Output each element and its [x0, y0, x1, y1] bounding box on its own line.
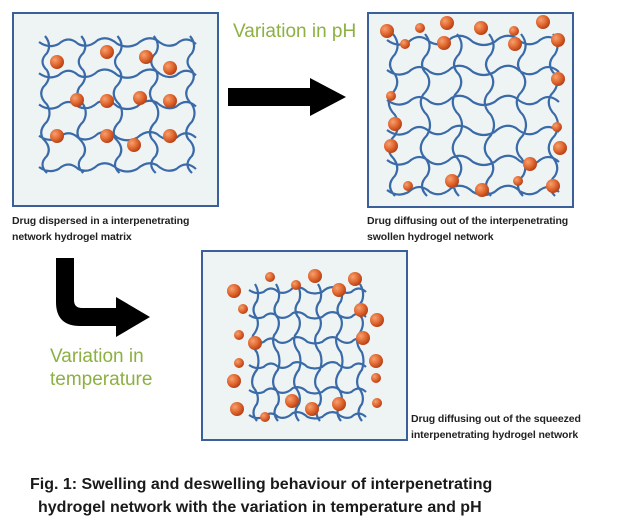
drug-particle [437, 36, 451, 50]
drug-particle [508, 37, 522, 51]
drug-particle [285, 394, 299, 408]
caption-line: interpenetrating hydrogel network [411, 429, 579, 441]
drug-particle [553, 141, 567, 155]
drug-particle [474, 21, 488, 35]
caption-panel1: Drug dispersed in a interpenetrating netw… [12, 213, 189, 245]
caption-line: swollen hydrogel network [367, 231, 494, 243]
drug-particle [234, 358, 244, 368]
hydrogel-network [248, 283, 367, 422]
caption-line: Drug diffusing out of the interpenetrati… [367, 215, 569, 227]
drug-particle [440, 16, 454, 30]
drug-particle [100, 94, 114, 108]
figure-caption-line: Fig. 1: Swelling and deswelling behaviou… [30, 476, 493, 493]
label-ph: Variation in pH [233, 21, 357, 42]
drug-particle [371, 373, 381, 383]
caption-line: Drug diffusing out of the squeezed [411, 413, 581, 425]
drug-particle [386, 91, 396, 101]
drug-particle [415, 23, 425, 33]
drug-particle [265, 272, 275, 282]
drug-particle [291, 280, 301, 290]
figure-caption: Fig. 1: Swelling and deswelling behaviou… [30, 473, 492, 519]
drug-particle [475, 183, 489, 197]
drug-particle [509, 26, 519, 36]
panel-swollen [367, 12, 574, 208]
drug-particle [227, 374, 241, 388]
drug-particle [400, 39, 410, 49]
drug-particle [163, 61, 177, 75]
drug-particle [348, 272, 362, 286]
drug-particle [100, 129, 114, 143]
caption-panel2: Drug diffusing out of the interpenetrati… [367, 213, 568, 245]
drug-particle [536, 15, 550, 29]
caption-panel3: Drug diffusing out of the squeezed interp… [411, 411, 581, 443]
drug-particle [354, 303, 368, 317]
drug-particle [308, 269, 322, 283]
drug-particle [230, 402, 244, 416]
drug-particle [552, 122, 562, 132]
arrow-bend [56, 258, 150, 337]
drug-particle [248, 336, 262, 350]
drug-particle [238, 304, 248, 314]
drug-particle [546, 179, 560, 193]
drug-particle [260, 412, 270, 422]
drug-particle [513, 176, 523, 186]
drug-particle [384, 139, 398, 153]
drug-particle [133, 91, 147, 105]
drug-particle [227, 284, 241, 298]
drug-particle [139, 50, 153, 64]
drug-particle [380, 24, 394, 38]
drug-particle [127, 138, 141, 152]
drug-particle [523, 157, 537, 171]
hydrogel-network [38, 35, 197, 174]
drug-particle [70, 93, 84, 107]
drug-particle [234, 330, 244, 340]
drug-particle [163, 129, 177, 143]
drug-particle [50, 55, 64, 69]
arrow-right [228, 78, 346, 116]
label-temp-1: Variation in [50, 346, 144, 367]
drug-particle [551, 72, 565, 86]
drug-particle [50, 129, 64, 143]
drug-particle [372, 398, 382, 408]
figure-caption-line: hydrogel network with the variation in t… [38, 499, 482, 516]
drug-particle [403, 181, 413, 191]
drug-particle [305, 402, 319, 416]
label-temp-2: temperature [50, 369, 153, 390]
caption-line: network hydrogel matrix [12, 231, 132, 243]
drug-particle [551, 33, 565, 47]
drug-particle [388, 117, 402, 131]
drug-particle [332, 283, 346, 297]
drug-particle [332, 397, 346, 411]
drug-particle [369, 354, 383, 368]
drug-particle [163, 94, 177, 108]
drug-particle [445, 174, 459, 188]
hydrogel-network [386, 33, 560, 197]
drug-particle [356, 331, 370, 345]
drug-particle [100, 45, 114, 59]
drug-particle [370, 313, 384, 327]
caption-line: Drug dispersed in a interpenetrating [12, 215, 190, 227]
